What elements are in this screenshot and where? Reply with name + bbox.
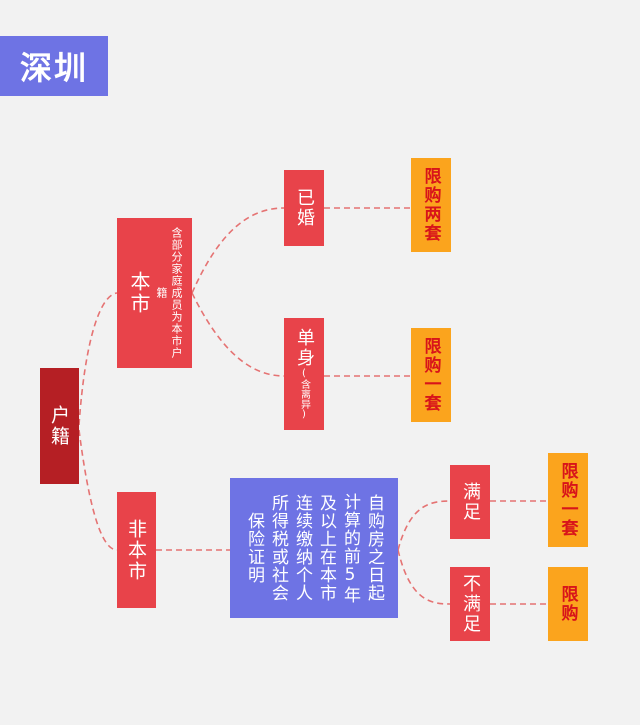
node-benshi-label: 本市	[127, 271, 151, 315]
connector-huji-feibenshi	[78, 429, 118, 551]
node-benshi-note: 含部分家庭成员为本市户籍	[155, 227, 183, 359]
page-title: 深圳	[0, 36, 108, 96]
node-bumanzu: 不满足	[450, 567, 490, 641]
node-yihun: 已婚	[284, 170, 324, 246]
node-huji: 户籍	[40, 368, 79, 484]
connector-benshi-danshen	[191, 292, 285, 377]
result-married: 限购两套	[411, 158, 451, 252]
node-danshen-note: (含离异)	[298, 368, 310, 420]
result-satisfied: 限购一套	[548, 453, 588, 547]
node-danshen-label: 单身	[294, 328, 315, 368]
node-benshi: 本市 含部分家庭成员为本市户籍	[117, 218, 192, 368]
node-feibenshi: 非本市	[117, 492, 156, 608]
connector-benshi-yihun	[191, 207, 285, 294]
node-manzu: 满足	[450, 465, 490, 539]
node-danshen: 单身 (含离异)	[284, 318, 324, 430]
connector-huji-benshi	[78, 292, 118, 426]
node-condition: 自购房之日起计算的前5年及以上在本市连续缴纳个人所得税或社会保险证明	[230, 478, 398, 618]
connector-condition-bumanzu	[397, 549, 451, 605]
result-not-satisfied: 限购	[548, 567, 588, 641]
result-single: 限购一套	[411, 328, 451, 422]
connector-condition-manzu	[397, 500, 451, 551]
